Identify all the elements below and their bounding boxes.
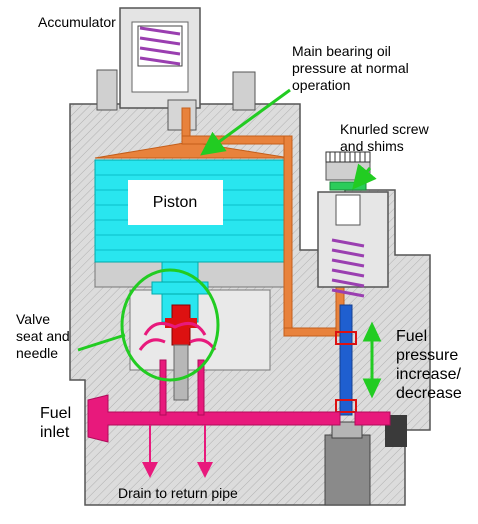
piston	[94, 159, 291, 323]
pointer-valve-seat	[77, 333, 126, 352]
knurled-screw	[325, 151, 371, 163]
pointer-knurled	[352, 163, 377, 190]
accumulator-spring	[137, 25, 183, 67]
label-valve-seat: Valve seat and needle	[16, 311, 70, 361]
pointer-main-bearing	[200, 88, 291, 156]
label-knurled-screw: Knurled screw and shims	[340, 121, 429, 154]
pressure-spring	[331, 238, 365, 298]
drain-arrows	[142, 425, 213, 478]
double-arrow-fuel-pressure	[362, 321, 382, 399]
valve-highlight-circle	[120, 268, 220, 382]
label-main-bearing: Main bearing oil pressure at normal oper…	[292, 43, 409, 93]
bottom-actuator	[324, 415, 407, 506]
plunger	[335, 304, 357, 416]
pressure-valve-housing	[317, 159, 389, 288]
label-accumulator: Accumulator	[38, 14, 116, 30]
piston-label: Piston	[153, 194, 197, 211]
label-fuel-pressure: Fuel pressure increase/ decrease	[396, 328, 462, 402]
label-fuel-inlet: Fuel inlet	[40, 405, 72, 441]
fuel-channels	[87, 321, 391, 443]
label-drain: Drain to return pipe	[118, 485, 238, 501]
oil-line	[94, 107, 365, 337]
